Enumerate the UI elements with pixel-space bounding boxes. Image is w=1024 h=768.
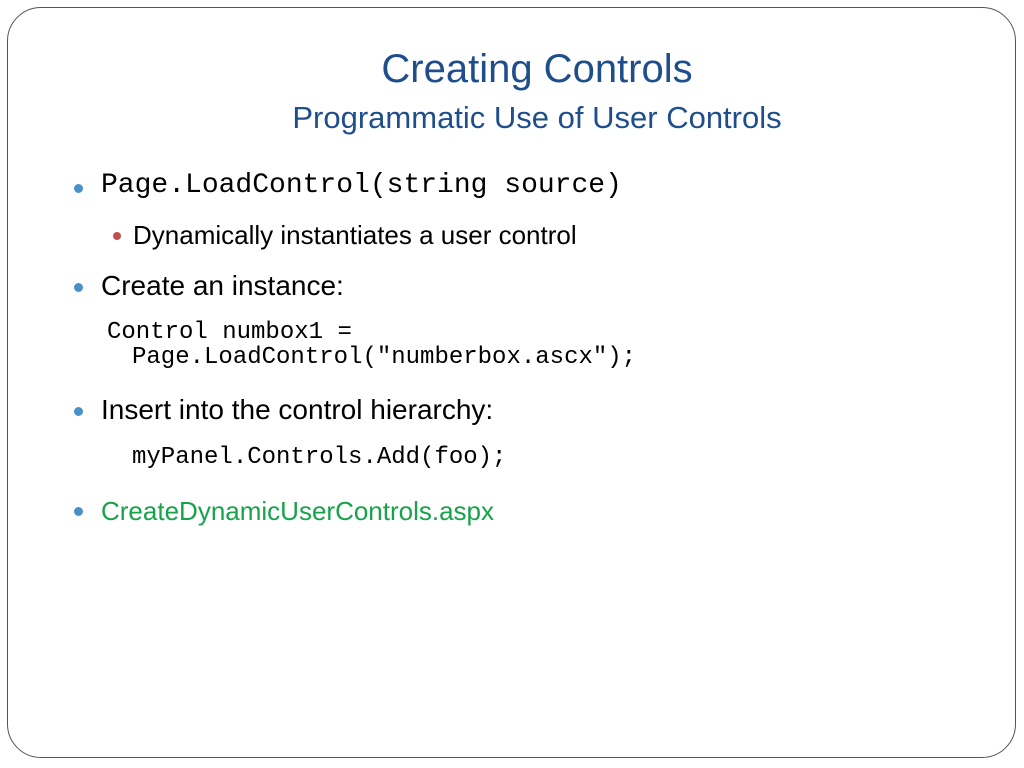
slide-frame — [7, 7, 1016, 758]
code-line-numbox: Control numbox1 = — [107, 319, 352, 346]
sub-bullet-dot — [113, 232, 121, 240]
sub-bullet-dynamic: Dynamically instantiates a user control — [133, 220, 577, 250]
bullet-dot — [74, 184, 83, 193]
bullet-loadcontrol: Page.LoadControl(string source) — [101, 170, 622, 201]
bullet-dot — [74, 507, 83, 516]
code-line-add: myPanel.Controls.Add(foo); — [132, 444, 507, 471]
bullet-create-instance: Create an instance: — [101, 270, 344, 301]
slide-subtitle: Programmatic Use of User Controls — [292, 100, 782, 135]
slide-title: Creating Controls — [381, 47, 693, 91]
bullet-insert-hierarchy: Insert into the control hierarchy: — [101, 394, 494, 425]
bullet-dot — [74, 283, 83, 292]
demo-file-link[interactable]: CreateDynamicUserControls.aspx — [101, 496, 495, 526]
bullet-dot — [74, 407, 83, 416]
title-block: Creating Controls Programmatic Use of Us… — [0, 40, 1024, 138]
code-line-loadcontrol: Page.LoadControl("numberbox.ascx"); — [132, 344, 637, 371]
